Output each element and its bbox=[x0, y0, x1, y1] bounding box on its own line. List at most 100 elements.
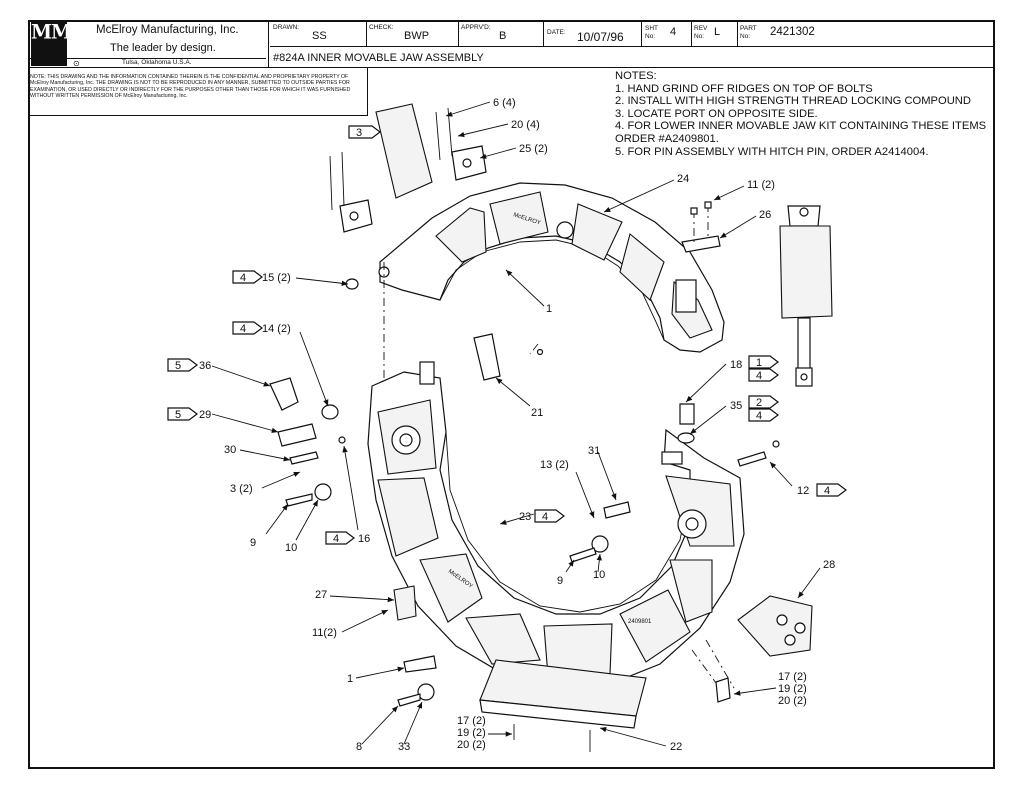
callout-20-left: 20 (2) bbox=[457, 739, 486, 751]
callout-labels: 6 (4) 20 (4) 25 (2) 24 11 (2) 26 15 (2) … bbox=[199, 97, 835, 753]
flag-29 bbox=[167, 407, 198, 421]
callout-30: 30 bbox=[224, 444, 236, 456]
callout-24: 24 bbox=[677, 173, 689, 185]
rev-value: L bbox=[714, 26, 721, 38]
callout-13: 13 (2) bbox=[540, 459, 569, 471]
flag-23-text: 4 bbox=[542, 511, 548, 523]
check-value: BWP bbox=[404, 30, 430, 42]
note-1: 1. HAND GRIND OFF RIDGES ON TOP OF BOLTS bbox=[615, 82, 873, 95]
assembly-title: #824A INNER MOVABLE JAW ASSEMBLY bbox=[273, 52, 484, 64]
flag-3 bbox=[348, 125, 381, 139]
callout-1-bottom: 1 bbox=[347, 673, 353, 685]
callout-20-right: 20 (2) bbox=[778, 695, 807, 707]
note-2: 2. INSTALL WITH HIGH STRENGTH THREAD LOC… bbox=[615, 95, 971, 108]
flag-16-text: 4 bbox=[333, 533, 339, 545]
note-4-cont: ORDER #A2409801. bbox=[615, 132, 719, 145]
company-tagline: The leader by design. bbox=[110, 42, 216, 54]
callout-36: 36 bbox=[199, 360, 211, 372]
flag-14-text: 4 bbox=[240, 323, 246, 335]
flag-36-text: 5 bbox=[175, 360, 181, 372]
flag-35b-text: 4 bbox=[756, 410, 762, 422]
flag-35a bbox=[748, 395, 779, 409]
note-5: 5. FOR PIN ASSEMBLY WITH HITCH PIN, ORDE… bbox=[615, 145, 929, 158]
flag-18b bbox=[748, 368, 779, 382]
callout-20: 20 (4) bbox=[511, 119, 540, 131]
note-3: 3. LOCATE PORT ON OPPOSITE SIDE. bbox=[615, 107, 818, 120]
part-label-no: No: bbox=[740, 33, 751, 40]
part-label: PART bbox=[740, 25, 757, 32]
rev-label-no: No: bbox=[694, 33, 705, 40]
callout-15: 15 (2) bbox=[262, 272, 291, 284]
drawn-label: DRAWN: bbox=[273, 24, 300, 31]
company-name: McElroy Manufacturing, Inc. bbox=[96, 24, 239, 36]
flag-12-text: 4 bbox=[824, 485, 830, 497]
drawn-value: SS bbox=[312, 30, 327, 42]
registered-mark: ⊙ bbox=[73, 59, 80, 68]
callout-12: 12 bbox=[797, 485, 809, 497]
flag-18a-text: 1 bbox=[756, 357, 762, 369]
bracket-27 bbox=[393, 585, 417, 621]
date-value: 10/07/96 bbox=[577, 30, 624, 44]
lower-jaw-casting: McELROY 2409801 bbox=[367, 361, 745, 685]
callout-23: 23 bbox=[519, 511, 531, 523]
callout-10-right: 10 bbox=[593, 569, 605, 581]
callout-18: 18 bbox=[730, 359, 742, 371]
apprvd-label: APPRV'D: bbox=[461, 24, 491, 31]
date-label: DATE: bbox=[547, 29, 566, 36]
callout-17-right: 17 (2) bbox=[778, 671, 807, 683]
callout-27: 27 bbox=[315, 589, 327, 601]
hardware bbox=[269, 278, 780, 707]
part-number: 2421302 bbox=[770, 26, 815, 38]
note-flags: 3 4 4 5 5 4 1 4 2 4 4 4 bbox=[167, 125, 847, 545]
notes-heading: NOTES: bbox=[615, 70, 657, 82]
callout-9-right: 9 bbox=[557, 575, 563, 587]
callout-8: 8 bbox=[356, 741, 362, 753]
callout-16: 16 bbox=[358, 533, 370, 545]
callout-9-left: 9 bbox=[250, 537, 256, 549]
callout-11-bottom: 11(2) bbox=[312, 627, 337, 639]
callout-31: 31 bbox=[588, 445, 600, 457]
bracket-28 bbox=[691, 595, 813, 695]
callout-29: 29 bbox=[199, 409, 211, 421]
callout-3: 3 (2) bbox=[230, 483, 253, 495]
callout-28: 28 bbox=[823, 559, 835, 571]
angle-bracket-22 bbox=[479, 659, 647, 752]
flag-35b bbox=[748, 408, 779, 422]
drawing-sheet bbox=[28, 20, 995, 769]
callout-26: 26 bbox=[759, 209, 771, 221]
flag-35a-text: 2 bbox=[756, 397, 762, 409]
sht-value: 4 bbox=[670, 26, 677, 38]
callout-1-top: 1 bbox=[546, 303, 552, 315]
confidential-note: NOTE: THIS DRAWING AND THE INFORMATION C… bbox=[30, 74, 351, 99]
company-location: Tulsa, Oklahoma U.S.A. bbox=[122, 59, 192, 66]
flag-12 bbox=[816, 483, 847, 497]
sht-label-no: No: bbox=[645, 33, 656, 40]
flag-36 bbox=[167, 358, 198, 372]
flag-18a bbox=[748, 355, 779, 369]
flag-18b-text: 4 bbox=[756, 370, 762, 382]
upper-jaw-casting: McELROY bbox=[378, 182, 725, 353]
flag-3-text: 3 bbox=[356, 127, 362, 139]
apprvd-value: B bbox=[499, 30, 507, 42]
callout-19-left: 19 (2) bbox=[457, 727, 486, 739]
callout-22: 22 bbox=[670, 741, 682, 753]
callout-14: 14 (2) bbox=[262, 323, 291, 335]
note-4: 4. FOR LOWER INNER MOVABLE JAW KIT CONTA… bbox=[615, 120, 987, 133]
callout-21: 21 bbox=[531, 407, 543, 419]
callout-33: 33 bbox=[398, 741, 410, 753]
leader-lines bbox=[211, 101, 821, 747]
bracket-26 bbox=[681, 201, 721, 253]
callout-25: 25 (2) bbox=[519, 143, 548, 155]
flag-14 bbox=[232, 321, 263, 335]
top-blocks bbox=[329, 103, 487, 380]
rev-label: REV bbox=[694, 25, 708, 32]
flag-15 bbox=[232, 270, 263, 284]
sht-label: SHT bbox=[645, 25, 658, 32]
flag-23 bbox=[534, 509, 565, 523]
callout-19-right: 19 (2) bbox=[778, 683, 807, 695]
flag-16 bbox=[325, 531, 355, 545]
callout-11-top: 11 (2) bbox=[747, 179, 775, 191]
callout-35: 35 bbox=[730, 400, 742, 412]
flag-15-text: 4 bbox=[240, 272, 246, 284]
